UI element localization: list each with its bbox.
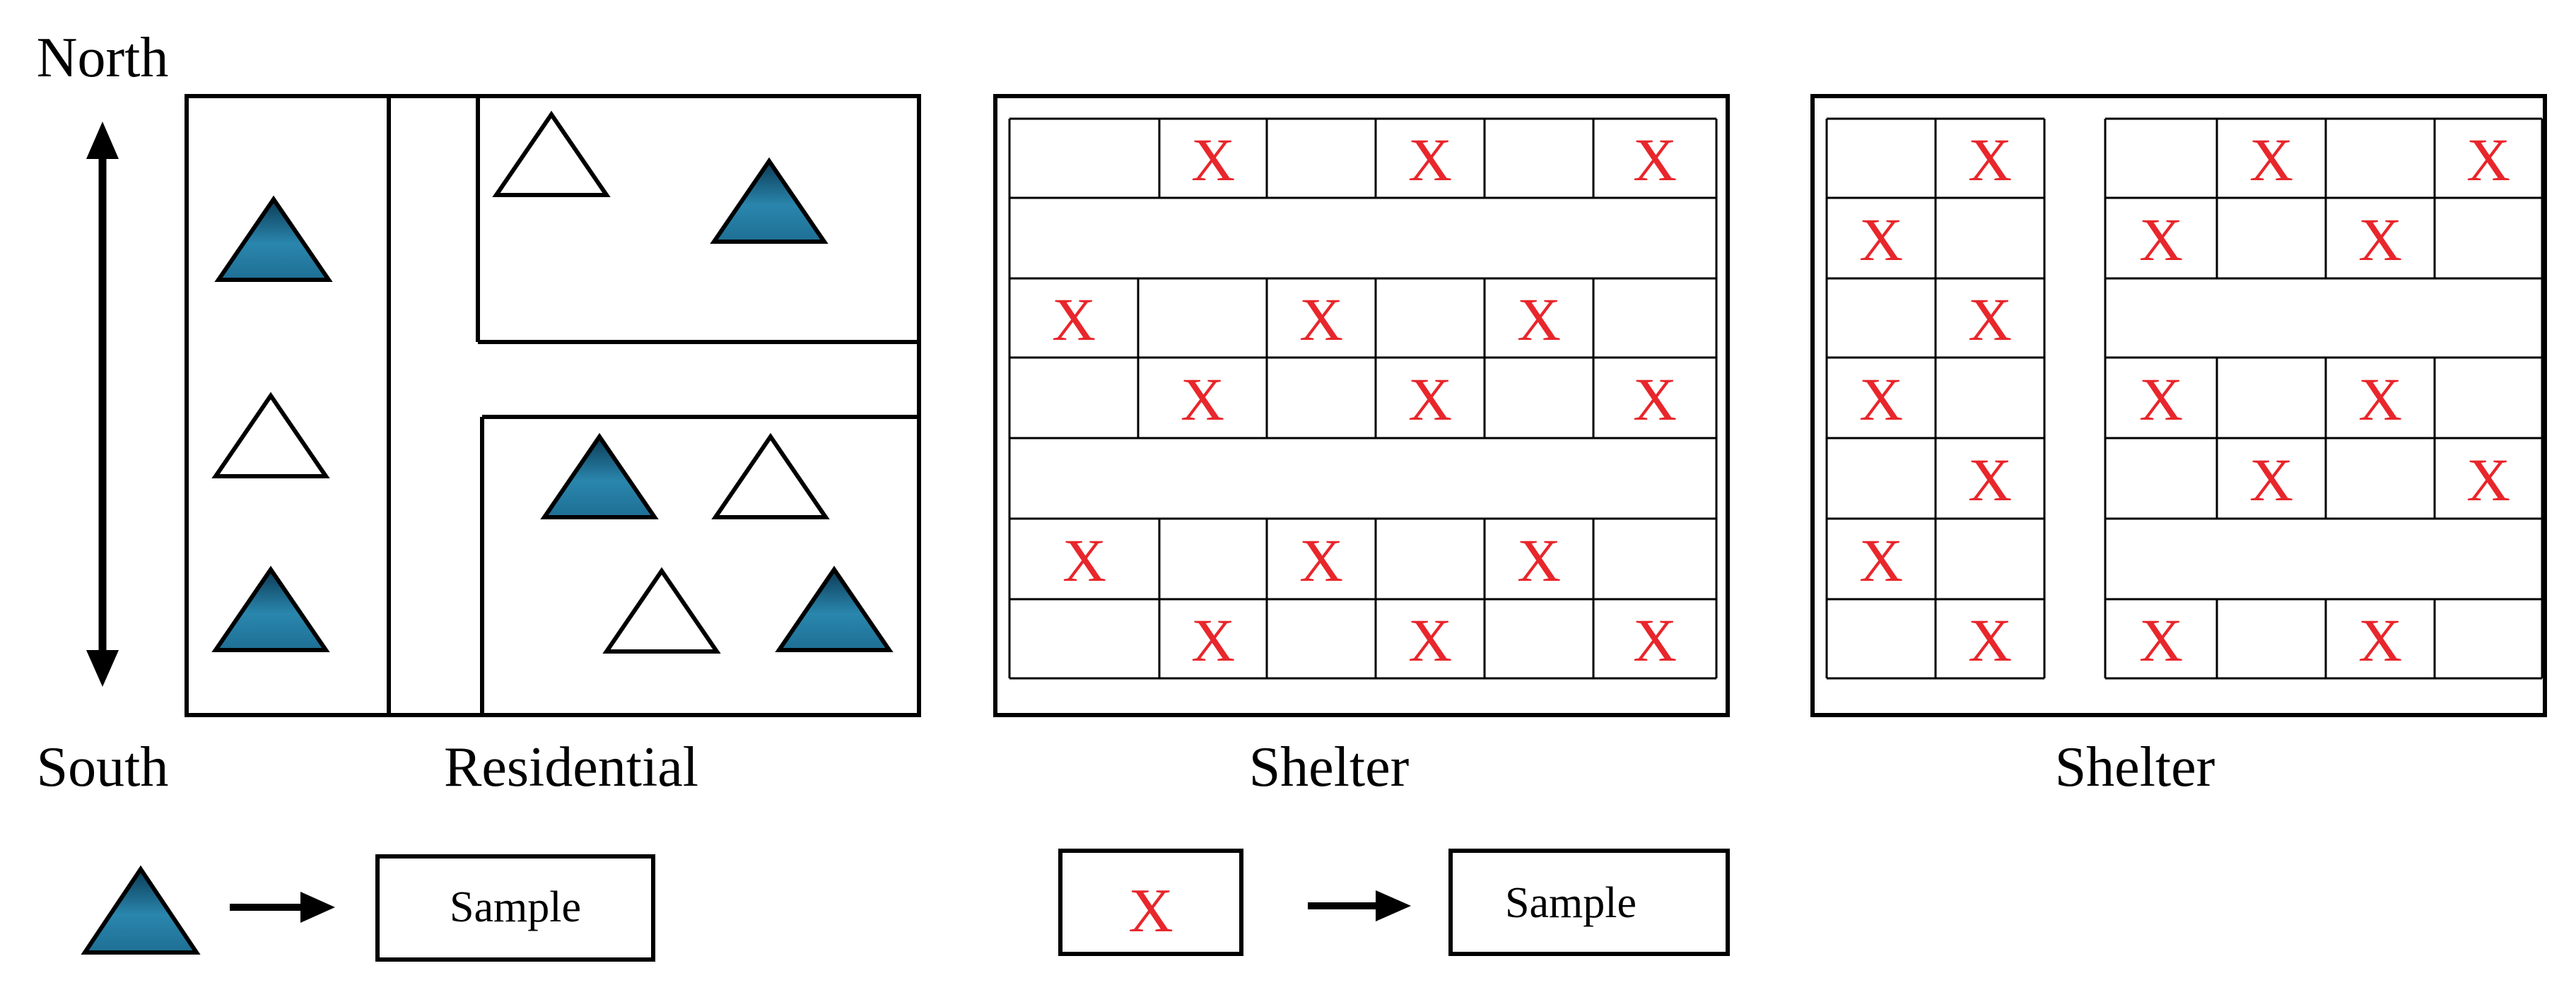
sampled-bed-icon: X: [1968, 126, 2012, 194]
unsampled-house-icon: [211, 391, 330, 478]
sampled-bed-icon: X: [1859, 526, 1903, 594]
sampled-bed-icon: X: [2139, 365, 2183, 433]
sampled-bed-icon: X: [1633, 365, 1677, 433]
sampled-bed-icon: X: [2358, 365, 2402, 433]
sampled-bed-icon: X: [1191, 126, 1235, 194]
sampled-bed-icon: X: [1633, 606, 1677, 674]
sampled-bed-icon: X: [2139, 206, 2183, 273]
sampled-bed-icon: X: [1191, 606, 1235, 674]
residential-roads: [387, 96, 919, 715]
sampled-bed-icon: X: [1408, 606, 1452, 674]
north-south-arrow: [86, 122, 119, 687]
sampled-bed-icon: X: [1968, 606, 2012, 674]
sampled-house-icon: [81, 865, 201, 955]
right-arrow-icon: [1308, 890, 1411, 921]
sampled-house-icon: [214, 195, 333, 282]
sampled-bed-icon: X: [1633, 126, 1677, 194]
unsampled-house-icon: [711, 432, 830, 519]
sampled-house-icon: [710, 157, 829, 244]
sampled-bed-icon: X: [2358, 206, 2402, 273]
unsampled-house-icon: [492, 110, 611, 197]
sampled-bed-icon: X: [1052, 285, 1096, 353]
sampled-bed-icon: X: [2249, 126, 2293, 194]
sampled-bed-icon: X: [1181, 365, 1224, 433]
sample-box-right: [1448, 849, 1730, 956]
sampled-house-icon: [540, 432, 659, 519]
house-markers: [211, 110, 894, 654]
bed-grid-right: [1825, 117, 2543, 680]
sampled-bed-icon: X: [2358, 606, 2402, 674]
sampled-bed-icon: X: [1968, 446, 2012, 514]
sample-label-left: Sample: [450, 883, 581, 931]
sampled-bed-icon: X: [2139, 606, 2183, 674]
sample-box-left: [375, 854, 655, 962]
sampled-bed-icon: X: [1859, 365, 1903, 433]
sampled-bed-icon: X: [1062, 526, 1106, 594]
sample-label-right: Sample: [1505, 879, 1637, 927]
legend-house: Sample: [81, 854, 655, 962]
sampled-bed-icon: X: [1517, 526, 1561, 594]
sampled-house-icon: [211, 565, 330, 652]
north-label: North: [37, 27, 169, 89]
right-arrow-icon: [230, 892, 335, 923]
sampled-bed-icon: X: [2466, 126, 2510, 194]
x-symbol-box: [1058, 849, 1243, 956]
sampled-bed-icon: X: [1859, 206, 1903, 273]
sampled-house-icon: [775, 565, 894, 652]
shelter-caption-right: Shelter: [2055, 736, 2215, 798]
shelter-border-right: [1810, 94, 2547, 717]
sampled-bed-icon: X: [1128, 877, 1173, 945]
sampled-bed-icon: X: [1968, 285, 2012, 353]
sampled-bed-icon: X: [1517, 285, 1561, 353]
sampled-bed-icon: X: [2249, 446, 2293, 514]
sampled-bed-icon: X: [2466, 446, 2510, 514]
residential-caption: Residential: [444, 736, 698, 798]
sampled-bed-icon: X: [1408, 126, 1452, 194]
unsampled-house-icon: [602, 567, 721, 654]
sampled-bed-icon: X: [1408, 365, 1452, 433]
sampled-bed-icon: X: [1299, 526, 1343, 594]
bed-grid-middle: [1008, 117, 1718, 680]
south-label: South: [37, 736, 169, 798]
shelter-border-middle: [993, 94, 1730, 717]
shelter-caption-middle: Shelter: [1249, 736, 1410, 798]
legend-bed: X Sample: [1058, 849, 1730, 956]
residential-border: [185, 94, 921, 717]
sampled-bed-icon: X: [1299, 285, 1343, 353]
residential-panel: [185, 94, 921, 717]
